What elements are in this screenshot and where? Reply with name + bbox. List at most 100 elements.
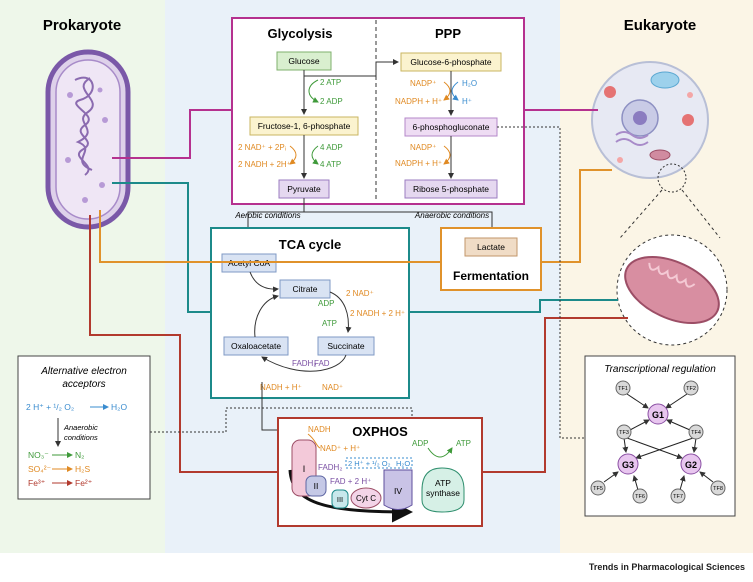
arrow-citrate-succinate [329,291,352,333]
label-2nadh: 2 NADH + 2H⁺ [238,160,291,169]
transcription-box [584,355,736,517]
connector-eukaryote-oxphos [482,317,628,473]
node-g6p-label: Glucose-6-phosphate [410,57,492,67]
oxphos-nadh-arrow [307,433,321,449]
ppp-title: PPP [435,26,461,41]
label-2nad: 2 NAD⁺ + 2Pᵢ [238,143,286,152]
transcription-title: Transcriptional regulation [604,364,716,375]
fermentation-title: Fermentation [453,269,529,283]
label-tca-fad: FAD [314,359,330,368]
connector-prokaryote-fermentation [99,210,441,263]
label-2adp: 2 ADP [320,97,343,106]
g1-label: G1 [652,410,664,420]
label-hplus: H⁺ [462,97,472,106]
oxphos-nadh: NADH [308,425,331,434]
alt-fe2: Fe²⁺ [75,478,92,488]
label-nadp1: NADP⁺ [410,79,436,88]
node-glucose-label: Glucose [288,56,319,66]
label-nadp2: NADP⁺ [410,143,436,152]
tf4-label: TF4 [691,430,701,436]
glycolysis-title: Glycolysis [267,26,332,41]
complex-ii [305,475,327,497]
journal-footer: Trends in Pharmacological Sciences [589,562,745,572]
oxphos-atp: ATP [456,439,471,448]
mitochondrion [616,234,728,346]
tf2-node [683,380,699,396]
oxphos-adp: ADP [412,439,428,448]
cyt-c [350,487,382,509]
node-r5p-label: Ribose 5-phosphate [413,184,489,194]
complex-iii [331,489,349,509]
complex-iv-label: IV [394,486,402,496]
label-tca-nad: 2 NAD⁺ [346,289,374,298]
connector-prokaryote-oxphos [89,215,278,473]
label-tca-fadh2: FADH₂ [292,359,316,368]
tf2-label: TF2 [686,386,696,392]
arrow-oxaloacetate-citrate [254,294,279,338]
complex-i-label: I [303,464,306,474]
connector-prokaryote-tca [112,182,211,313]
complex-ii-label: II [314,481,319,491]
tf5-node [590,480,606,496]
tf8-node [710,480,726,496]
node-succinate-label: Succinate [327,341,365,351]
arrow-acetyl-citrate [249,271,279,293]
g3-label: G3 [622,460,634,470]
tf5-label: TF5 [593,486,603,492]
oxphos-oxygen-box [345,457,413,469]
oxphos-h2o: H₂O [396,459,410,468]
g2-node [680,453,702,475]
alt-fe3: Fe³⁺ [28,478,45,488]
oxphos-fad: FAD + 2 H⁺ [330,477,371,486]
node-r5p [404,179,498,199]
tf3-label: TF3 [619,430,629,436]
alt-n2: N₂ [75,450,84,460]
anaerobic-label: Anaerobic conditions [414,211,489,220]
alt-so4: SO₄²⁻ [28,464,51,474]
label-tca-nadplus: NAD⁺ [322,383,343,392]
node-lactate-label: Lactate [477,242,505,252]
prokaryote-cell [45,49,131,230]
label-nadph2: NADPH + H⁺ [395,159,442,168]
oxphos-oxygen: 2 H⁺ + ¹/₂ O₂ [348,459,391,468]
tf6-node [632,488,648,504]
connector-eukaryote-tca [409,299,618,313]
label-2atp: 2 ATP [320,78,341,87]
node-lactate [464,237,518,257]
node-6pg-label: 6-phosphogluconate [412,122,489,132]
node-oxaloacetate-label: Oxaloacetate [231,341,281,351]
alt-no3: NO₃⁻ [28,450,49,460]
complex-iv [383,469,413,510]
zoom-line-right [681,189,721,239]
atp-synthase [421,467,465,513]
complex-iii-label: III [337,495,343,504]
atp-synthase-label-1: ATP [435,478,451,488]
alt-oxygen-eq: 2 H⁺ + ¹/₂ O₂ [26,402,74,412]
tf6-label: TF6 [635,494,645,500]
alt-anaerobic-2: conditions [64,433,98,442]
label-tca-nadh: 2 NADH + 2 H⁺ [350,309,405,318]
tca-title: TCA cycle [279,237,341,252]
arrow-nadp-nadph2 [443,145,451,165]
tf1-label: TF1 [618,386,628,392]
node-f16bp-label: Fructose-1, 6-phosphate [258,121,351,131]
label-tca-nadh-h: NADH + H⁺ [260,383,302,392]
oxphos-title: OXPHOS [352,424,408,439]
arrow-succinate-oxaloacetate [261,354,347,372]
label-h2o: H₂O [462,79,477,88]
node-citrate-label: Citrate [292,284,317,294]
arrow-nadp-nadph1 [443,81,451,101]
label-tca-adp: ADP [318,299,334,308]
alt-oxygen-prod: H₂O [111,402,127,412]
tf3-node [616,424,632,440]
g2-label: G2 [685,460,697,470]
tf8-label: TF8 [713,486,723,492]
oxphos-adp-atp-arrow [427,447,453,458]
label-nadph1: NADPH + H⁺ [395,97,442,106]
zoom-line-left [619,189,663,239]
node-pyruvate-label: Pyruvate [287,184,321,194]
tf7-node [670,488,686,504]
tf7-label: TF7 [673,494,683,500]
alt-anaerobic-1: Anaerobic [63,423,98,432]
